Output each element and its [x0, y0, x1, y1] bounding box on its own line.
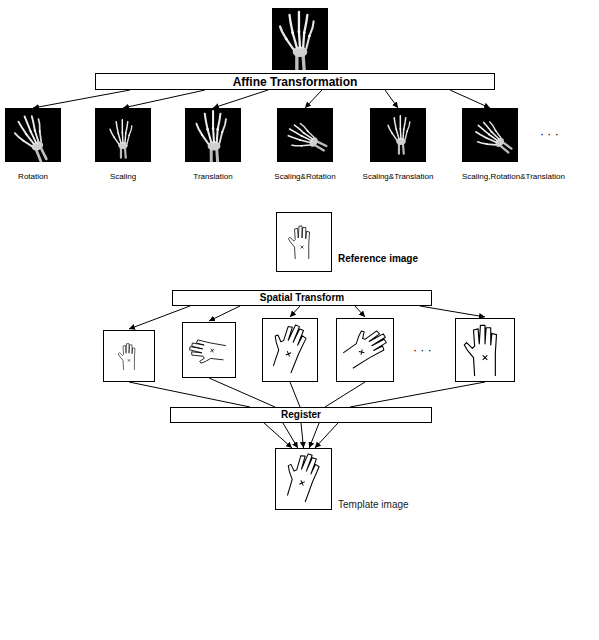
image-node: Rotation	[5, 108, 61, 162]
xray-image	[185, 108, 241, 162]
ellipsis: · · ·	[540, 128, 559, 140]
label-holder: Scaling,Rotation&Translation	[462, 165, 565, 183]
image-label: Reference image	[338, 253, 418, 264]
xray-image	[5, 108, 61, 166]
register-band: Register	[170, 407, 432, 423]
transform-band: Affine Transformation	[95, 73, 495, 90]
image-label: Scaling,Rotation&Translation	[462, 173, 565, 182]
register-lines	[129, 378, 485, 407]
label-holder: Template image	[338, 494, 409, 512]
image-label: Scaling&Rotation	[274, 173, 335, 182]
image-label: Translation	[193, 173, 232, 182]
connector-arrow	[33, 90, 130, 108]
connector-arrow	[283, 423, 298, 448]
label-holder: Scaling&Rotation	[274, 165, 335, 183]
ellipsis: · · ·	[413, 344, 432, 356]
xray-image	[370, 108, 426, 162]
label-holder: Translation	[193, 165, 232, 183]
hand-image	[277, 213, 332, 272]
image-node: Scaling&Translation	[370, 108, 426, 162]
image-box: Reference image	[276, 212, 332, 272]
image-label: Scaling	[110, 173, 136, 182]
connector-arrow	[264, 423, 292, 448]
connector-arrow	[213, 90, 268, 108]
transform-arrows	[129, 306, 485, 329]
band-label: Spatial Transform	[260, 293, 344, 303]
transform-band: Spatial Transform	[172, 290, 432, 306]
label-holder: Scaling	[110, 165, 136, 183]
hand-image	[104, 331, 155, 382]
connector-arrow	[315, 423, 338, 448]
image-node: Scaling&Rotation	[277, 108, 333, 162]
image-node: Scaling,Rotation&Translation	[462, 108, 518, 162]
connector-arrow	[309, 423, 319, 448]
image-label: Rotation	[18, 173, 48, 182]
hand-image	[337, 319, 394, 382]
xray-image	[272, 8, 328, 71]
image-node: Translation	[185, 108, 241, 162]
image-label: Scaling&Translation	[363, 173, 434, 182]
image-node: Scaling	[95, 108, 151, 162]
hand-image	[456, 319, 515, 382]
hand-image	[276, 449, 332, 510]
image-label: Template image	[338, 499, 409, 510]
connector-arrow	[305, 90, 322, 108]
hand-image	[183, 323, 236, 378]
connector-arrow	[450, 90, 490, 108]
connector-arrow	[301, 423, 304, 448]
hand-image	[263, 319, 318, 382]
xray-image	[95, 108, 151, 162]
label-holder: Reference image	[338, 248, 418, 266]
band-label: Register	[281, 410, 321, 420]
image-box: Template image	[275, 448, 332, 510]
xray-image	[462, 108, 518, 162]
connector-arrow	[385, 90, 398, 108]
label-holder: Rotation	[18, 165, 48, 183]
xray-image	[277, 108, 333, 162]
band-label: Affine Transformation	[233, 76, 358, 88]
label-holder: Scaling&Translation	[363, 165, 434, 183]
connector-arrow	[123, 90, 205, 108]
